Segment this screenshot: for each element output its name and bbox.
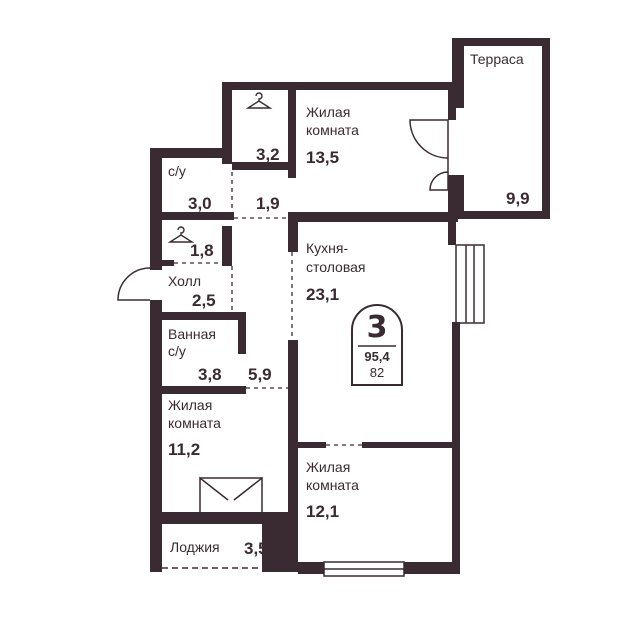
wall-loggia-right-block [262,512,298,572]
hanger-icon [245,92,273,109]
wall-bottom-a [298,562,324,574]
wall-living-right-top-b [362,442,458,448]
living-top-label-2: комната [306,122,359,138]
bathroom-label-2: с/у [168,343,186,359]
terrace-door-upper [409,119,449,159]
wall-outer-left-upper [150,148,162,270]
living-right-label-1: Жилая [306,459,350,475]
wall-bottom-b [404,562,460,574]
bath-small-area: 3,0 [188,194,212,213]
wall-top-bath [150,148,232,158]
kitchen-area: 23,1 [306,285,339,304]
wall-kitchen-left-top [288,212,298,252]
terrace-area: 9,9 [506,189,530,208]
living-top-label-1: Жилая [306,104,350,120]
walls [150,38,550,574]
room-labels: Терраса 9,9 3,2 Жилая комната 13,5 с/у 3… [168,51,530,558]
corridor-area: 1,9 [256,194,280,213]
wall-wardrobe-mid-right [222,226,232,266]
terrace-wall-right [542,38,550,219]
wardrobe-mid-area: 1,8 [190,241,214,260]
wall-bath-bottom [162,212,234,220]
wall-wardrobe-bottom [232,162,290,170]
bath-small-label: с/у [168,163,186,179]
loggia-label: Лоджия [170,539,220,555]
wall-bath-bottom-low [150,386,246,394]
wall-bath-top [150,312,246,320]
badge-total-area: 95,4 [364,349,390,364]
living-right-label-2: комната [306,477,359,493]
openings [174,167,362,446]
wall-right-top [448,82,456,120]
entrance-door [117,267,151,301]
kitchen-label-2: столовая [306,259,366,275]
terrace-wall-bottom [452,211,550,219]
wall-loggia-left [150,512,162,572]
main-wall-top [222,82,456,90]
wall-loggia-top [150,512,298,524]
living-left-area: 11,2 [168,440,200,459]
terrace-door-lower [429,171,449,191]
kitchen-label-1: Кухня- [306,240,348,256]
wall-left-upper [222,82,232,164]
apartment-badge: 3 95,4 82 [351,304,403,386]
loggia-door [199,476,263,512]
bathroom-label-1: Ванная [168,326,216,342]
hall-area: 2,5 [192,291,216,310]
badge-rooms-count: 3 [367,310,388,345]
living-right-area: 12,1 [306,502,339,521]
living-left-label-1: Жилая [168,397,212,413]
wall-living-top-left [288,82,296,178]
wall-kitchen-top [288,212,458,222]
living-left-label-2: комната [168,415,221,431]
wall-right-mid [448,175,456,245]
doors-windows [117,119,485,577]
badge-living-area: 82 [370,365,384,380]
wall-bath-right [238,312,246,354]
wall-outer-left-lower [150,300,162,570]
bathroom-area: 3,8 [198,365,222,384]
loggia-area: 3,5 [244,539,268,558]
terrace-label: Терраса [470,51,524,67]
kitchen-window [455,244,485,324]
living-top-area: 13,5 [306,148,339,167]
hall-label: Холл [168,273,201,289]
wall-living-right-top-a [298,442,326,448]
wardrobe-top-area: 3,2 [256,145,280,164]
terrace-wall-top [452,38,550,46]
wall-wardrobe-mid-bottom-a [162,260,174,266]
hanger-icon [167,226,195,243]
corridor-low-area: 5,9 [248,365,272,384]
wall-kitchen-left-lower [288,340,298,562]
